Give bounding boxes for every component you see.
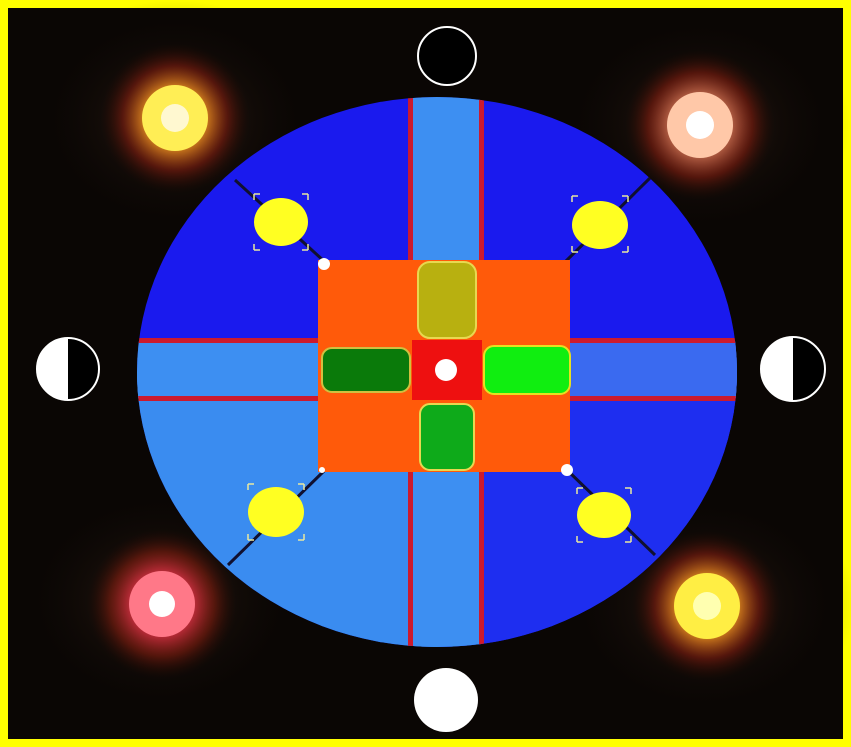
tile-right [484, 346, 570, 394]
full-moon-bottom [414, 668, 478, 732]
corner-dot-bottom-right [561, 464, 573, 476]
last-quarter-moon-right [761, 337, 825, 401]
tile-left [322, 348, 410, 392]
tile-bottom [420, 404, 474, 470]
new-moon-top [418, 27, 476, 85]
corner-dot-top-left [318, 258, 330, 270]
center-square [318, 258, 573, 476]
corner-dot-bottom-left [319, 467, 325, 473]
tile-top [418, 262, 476, 338]
first-quarter-moon-left [37, 338, 99, 400]
center-dot [435, 359, 457, 381]
light-top-left [100, 43, 250, 193]
